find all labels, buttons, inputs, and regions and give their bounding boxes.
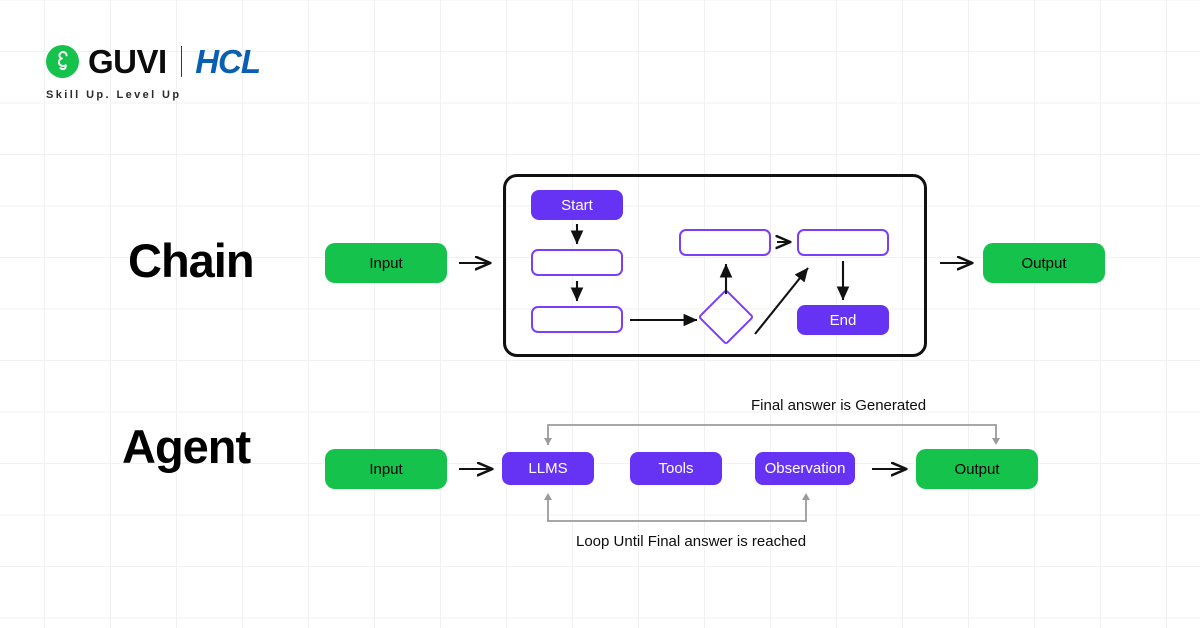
chain-step-box-1[interactable] bbox=[531, 249, 623, 276]
section-label-agent: Agent bbox=[122, 420, 251, 473]
agent-caption-final-answer: Final answer is Generated bbox=[751, 397, 927, 414]
chain-start-node[interactable]: Start bbox=[531, 190, 623, 220]
arrow-agent-loop-bracket bbox=[547, 495, 807, 522]
guvi-g-icon bbox=[46, 44, 79, 78]
chain-end-node[interactable]: End bbox=[797, 305, 889, 335]
guvi-wordmark: GUVI bbox=[88, 42, 167, 80]
bracket-arrowhead bbox=[992, 438, 1000, 445]
logo-row: GUVI HCL bbox=[46, 40, 346, 82]
chain-input-node[interactable]: Input bbox=[325, 243, 447, 283]
agent-caption-loop: Loop Until Final answer is reached bbox=[576, 533, 807, 550]
agent-step-llms[interactable]: LLMS bbox=[502, 452, 594, 485]
agent-step-observation[interactable]: Observation bbox=[755, 452, 855, 485]
logo-divider bbox=[180, 45, 183, 77]
brand-logo: GUVI HCL Skill Up. Level Up bbox=[46, 40, 346, 106]
bracket-arrowhead bbox=[802, 493, 810, 500]
section-label-chain: Chain bbox=[128, 234, 255, 287]
chain-output-node[interactable]: Output bbox=[983, 243, 1105, 283]
agent-output-node[interactable]: Output bbox=[916, 449, 1038, 489]
bracket-arrowhead bbox=[544, 438, 552, 445]
chain-step-box-4[interactable] bbox=[797, 229, 889, 256]
bracket-arrowhead bbox=[544, 493, 552, 500]
hcl-wordmark: HCL bbox=[195, 42, 261, 80]
agent-input-node[interactable]: Input bbox=[325, 449, 447, 489]
brand-tagline: Skill Up. Level Up bbox=[46, 89, 182, 101]
chain-step-box-2[interactable] bbox=[531, 306, 623, 333]
chain-step-box-3[interactable] bbox=[679, 229, 771, 256]
arrow-agent-final-answer-bracket bbox=[547, 424, 997, 445]
chain-container bbox=[503, 174, 927, 357]
agent-step-tools[interactable]: Tools bbox=[630, 452, 722, 485]
